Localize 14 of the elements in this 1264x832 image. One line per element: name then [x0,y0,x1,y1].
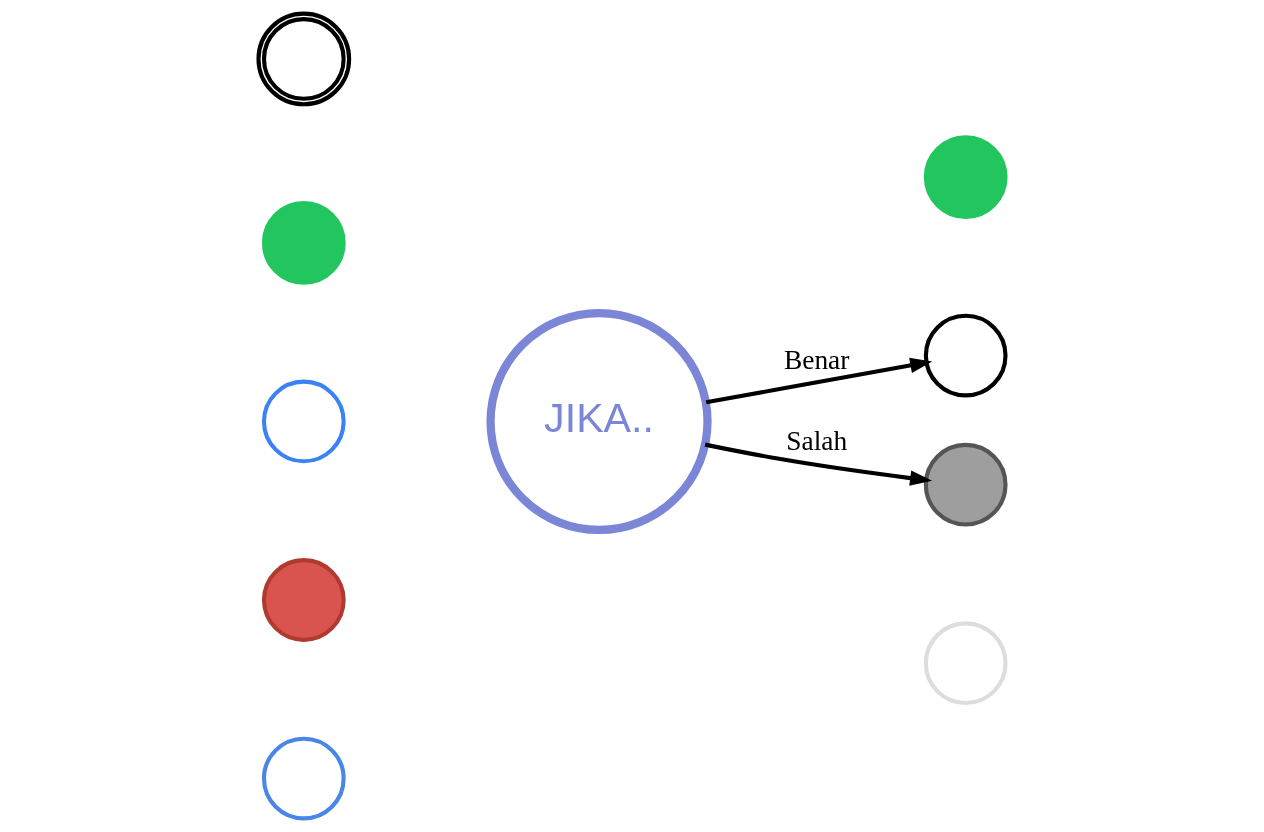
edge-label: Salah [786,426,848,457]
arrow [704,442,933,486]
node-circle [261,736,346,821]
node-circle [923,135,1008,219]
node-circle: JIKA.. [486,308,712,535]
node-circle [261,201,346,285]
arrow [705,357,933,405]
edge-label: Benar [783,345,850,376]
node-picture [256,11,352,107]
node-circle [923,442,1008,527]
node-circle [923,621,1008,706]
node-circle [261,379,346,464]
node-circle [923,313,1008,398]
node-circle [261,558,346,642]
